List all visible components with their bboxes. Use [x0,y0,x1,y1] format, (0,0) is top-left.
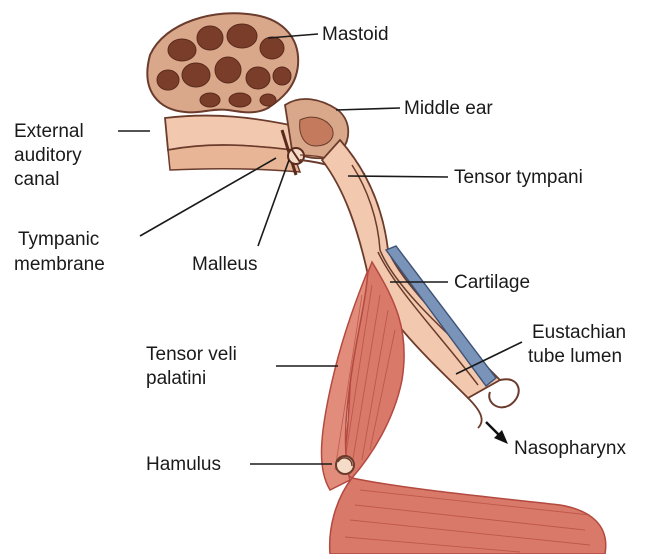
label-malleus: Malleus [192,254,257,275]
label-tympanic-membrane: Tympanic membrane [14,229,105,275]
soft-palate-muscle [330,478,606,554]
tympanic-membrane-label-line1: Tympanic [18,229,99,250]
cartilage-label: Cartilage [454,272,530,293]
eustachian-label-line1: Eustachian [532,322,626,343]
eustachian-label-line2: tube lumen [528,346,622,367]
label-external-auditory-canal: External auditory canal [14,121,84,190]
label-nasopharynx: Nasopharynx [514,438,626,459]
hamulus-label: Hamulus [146,454,221,475]
label-mastoid: Mastoid [322,24,389,45]
label-cartilage: Cartilage [454,272,530,293]
middle-ear-label: Middle ear [404,98,493,119]
nasopharynx-arrow [486,422,508,444]
label-hamulus: Hamulus [146,454,221,475]
mastoid-bone [147,13,298,112]
mastoid-label: Mastoid [322,24,389,45]
label-tensor-veli-palatini: Tensor veli palatini [146,344,237,389]
external-canal-label-line3: canal [14,169,59,190]
label-middle-ear: Middle ear [404,98,493,119]
hamulus [336,456,354,474]
malleus-bone [288,148,304,164]
external-canal-label-line2: auditory [14,145,82,166]
malleus-label: Malleus [192,254,257,275]
external-auditory-canal [165,116,300,172]
tympanic-membrane-label-line2: membrane [14,254,105,275]
label-tensor-tympani: Tensor tympani [454,167,583,188]
tensor-veli-label-line1: Tensor veli [146,344,237,365]
tensor-veli-label-line2: palatini [146,368,206,389]
label-eustachian-tube-lumen: Eustachian tube lumen [528,322,626,367]
tensor-tympani-label: Tensor tympani [454,167,583,188]
nasopharynx-label: Nasopharynx [514,438,626,459]
external-canal-label-line1: External [14,121,84,142]
